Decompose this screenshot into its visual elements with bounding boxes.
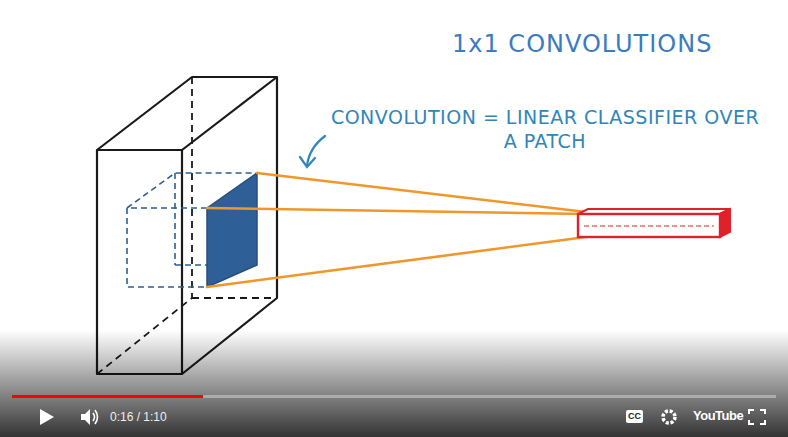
projection-lines [207,173,586,287]
captions-button: CC [626,410,643,423]
play-icon [40,409,54,425]
input-volume [97,77,277,374]
time-display: 0:16 / 1:10 [110,410,167,424]
settings-icon [663,411,675,423]
progress-played [12,395,203,398]
hidden-edges [97,77,277,374]
progress-track [12,395,776,398]
volume-icon [81,409,98,425]
youtube-logo: YouTube [693,408,743,423]
output-column [578,209,730,237]
player-shade [0,330,788,437]
title: 1x1 CONVOLUTIONS [452,30,712,58]
patch-face [207,173,257,287]
patch-outline [127,173,257,287]
callout-arrow [300,136,325,167]
annotation: CONVOLUTION = LINEAR CLASSIFIER OVER A P… [322,106,768,154]
fullscreen-icon [749,410,765,424]
